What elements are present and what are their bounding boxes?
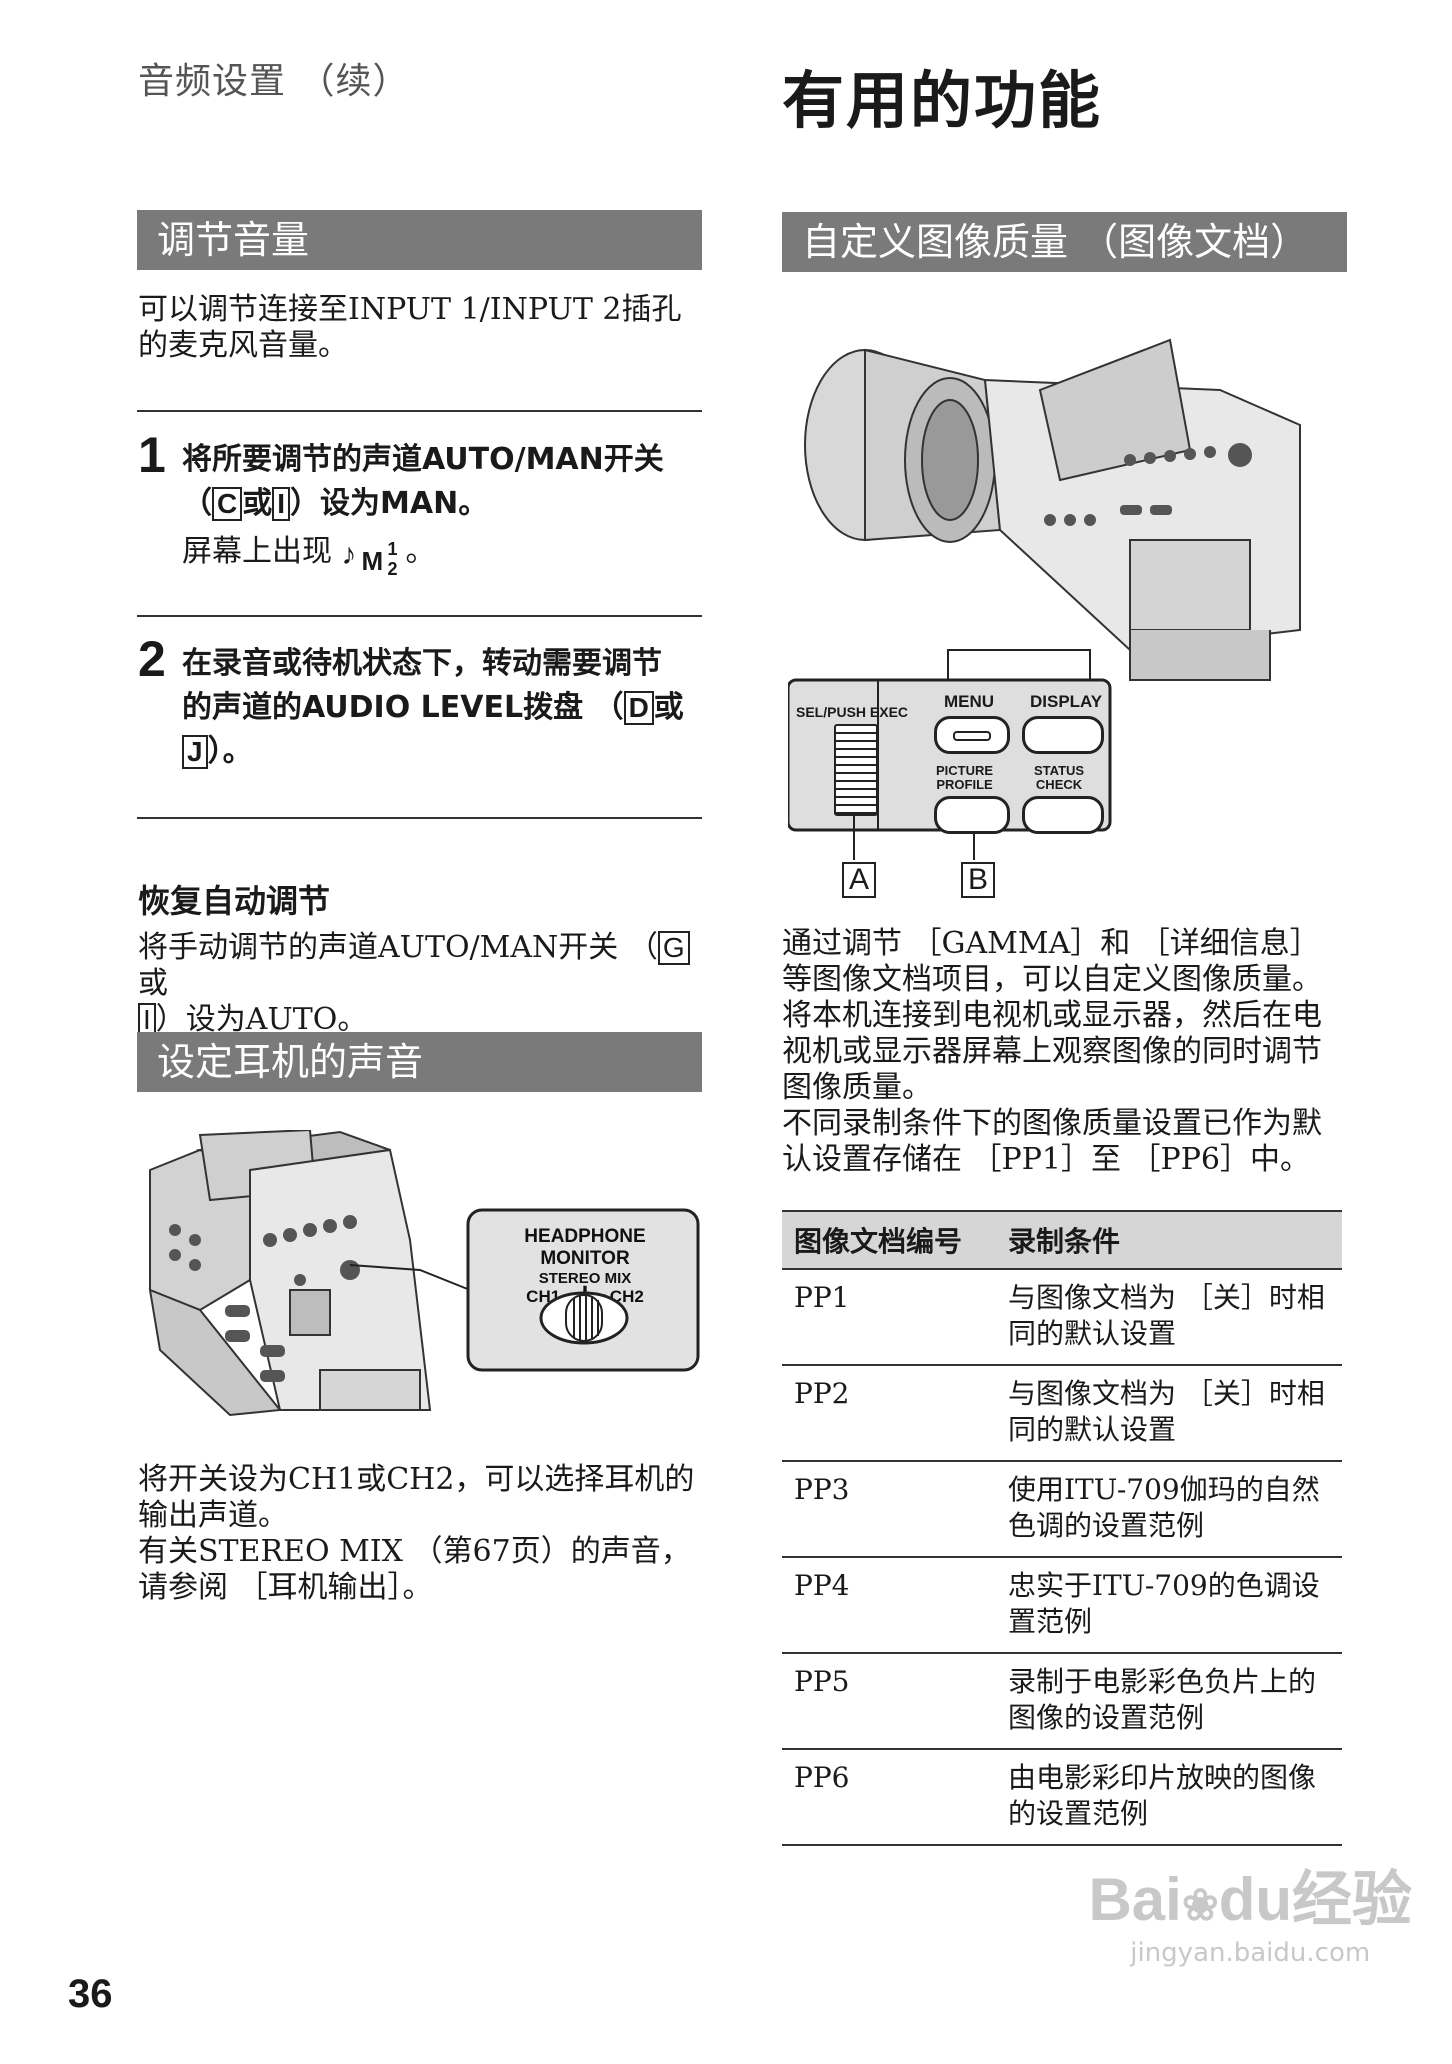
label-box-j: J bbox=[182, 735, 208, 769]
picture-profile-button[interactable] bbox=[934, 796, 1010, 834]
audio-manual-icon: ♪ M 1 2 bbox=[341, 538, 398, 579]
headphone-monitor-label: HEADPHONE MONITOR bbox=[524, 1226, 646, 1269]
headphone-text: 将开关设为CH1或CH2，可以选择耳机的输出声道。 有关STEREO MIX （… bbox=[138, 1462, 704, 1606]
table-header-row: 图像文档编号 录制条件 bbox=[782, 1210, 1342, 1270]
divider bbox=[137, 615, 702, 617]
callout-b: B bbox=[961, 862, 996, 898]
label-box-i: I bbox=[272, 487, 291, 521]
menu-button[interactable] bbox=[934, 716, 1010, 754]
pp-id: PP5 bbox=[782, 1653, 996, 1750]
sel-push-exec-dial[interactable] bbox=[834, 724, 878, 816]
label-box-d: D bbox=[623, 691, 654, 725]
pp-id: PP2 bbox=[782, 1365, 996, 1462]
column-header: 录制条件 bbox=[996, 1210, 1342, 1270]
divider bbox=[137, 817, 702, 819]
step-1-result: 屏幕上出现 ♪ M 1 2 。 bbox=[182, 534, 436, 579]
pp-condition: 录制于电影彩色负片上的图像的设置范例 bbox=[996, 1653, 1342, 1750]
step-2-line1: 在录音或待机状态下，转动需要调节 bbox=[182, 646, 662, 681]
watermark-url: jingyan.baidu.com bbox=[1130, 1938, 1371, 1968]
volume-intro: 可以调节连接至INPUT 1/INPUT 2插孔的麦克风音量。 bbox=[138, 292, 682, 363]
headphone-para2: 有关STEREO MIX （第67页）的声音，请参阅 ［耳机输出］。 bbox=[138, 1534, 691, 1605]
divider bbox=[137, 410, 702, 412]
headphone-switch-icon bbox=[539, 1291, 629, 1345]
restore-text: 将手动调节的声道AUTO/MAN开关 （G或 I）设为AUTO。 bbox=[138, 930, 708, 1038]
sel-push-exec-label: SEL/PUSH EXEC bbox=[796, 704, 909, 720]
baidu-watermark: Bai❀du经验 jingyan.baidu.com bbox=[1088, 1866, 1412, 1969]
picture-profile-text: 通过调节 ［GAMMA］和 ［详细信息］等图像文档项目，可以自定义图像质量。 将… bbox=[782, 926, 1342, 1178]
section-title-picture-profile: 自定义图像质量 （图像文档） bbox=[782, 212, 1347, 272]
status-check-button[interactable] bbox=[1022, 796, 1104, 834]
stereo-mix-label: STEREO MIX bbox=[538, 1270, 632, 1287]
pp-condition: 与图像文档为 ［关］时相同的默认设置 bbox=[996, 1269, 1342, 1366]
paw-icon: ❀ bbox=[1181, 1881, 1219, 1930]
section-title-headphone: 设定耳机的声音 bbox=[137, 1032, 702, 1092]
display-label: DISPLAY bbox=[1030, 692, 1103, 711]
label-box-g: G bbox=[657, 931, 690, 965]
pp-id: PP3 bbox=[782, 1461, 996, 1558]
running-header: 音频设置 （续） bbox=[138, 61, 410, 102]
headphone-para1: 将开关设为CH1或CH2，可以选择耳机的输出声道。 bbox=[138, 1462, 695, 1533]
page-number: 36 bbox=[68, 1972, 113, 2016]
camcorder-side-illustration bbox=[148, 1130, 700, 1417]
watermark-brand-cn: 经验 bbox=[1292, 1866, 1412, 1933]
pp-condition: 使用ITU-709伽玛的自然色调的设置范例 bbox=[996, 1461, 1342, 1558]
watermark-brand2: du bbox=[1218, 1866, 1292, 1933]
pp-condition: 由电影彩印片放映的图像的设置范例 bbox=[996, 1749, 1342, 1846]
pp-condition: 忠实于ITU-709的色调设置范例 bbox=[996, 1557, 1342, 1654]
step-1-line1: 将所要调节的声道AUTO/MAN开关 bbox=[182, 442, 664, 477]
label-box-c: C bbox=[212, 487, 243, 521]
pp-condition: 与图像文档为 ［关］时相同的默认设置 bbox=[996, 1365, 1342, 1462]
section-title-volume: 调节音量 bbox=[137, 210, 702, 270]
step-2-line3: J）。 bbox=[182, 730, 707, 774]
pp-para1: 通过调节 ［GAMMA］和 ［详细信息］等图像文档项目，可以自定义图像质量。 bbox=[782, 926, 1322, 997]
chapter-title: 有用的功能 bbox=[782, 64, 1103, 137]
step-number: 1 bbox=[138, 427, 166, 483]
pp-para3: 不同录制条件下的图像质量设置已作为默认设置存储在 ［PP1］至 ［PP6］中。 bbox=[782, 1106, 1322, 1177]
pp-id: PP6 bbox=[782, 1749, 996, 1846]
pp-id: PP4 bbox=[782, 1557, 996, 1654]
watermark-brand: Bai bbox=[1088, 1866, 1182, 1933]
menu-label: MENU bbox=[944, 692, 995, 711]
pp-para2: 将本机连接到电视机或显示器，然后在电视机或显示器屏幕上观察图像的同时调节图像质量… bbox=[782, 998, 1322, 1105]
headphone-monitor-switch-panel: HEADPHONE MONITOR STEREO MIX CH1 ┑ ┃ ┍ C… bbox=[478, 1226, 692, 1307]
restore-title: 恢复自动调节 bbox=[138, 882, 331, 920]
display-button[interactable] bbox=[1022, 716, 1104, 754]
camcorder-lens-illustration bbox=[804, 338, 1301, 681]
pp-id: PP1 bbox=[782, 1269, 996, 1366]
step-number: 2 bbox=[138, 631, 166, 687]
callout-a: A bbox=[842, 862, 877, 898]
column-header: 图像文档编号 bbox=[782, 1210, 996, 1270]
